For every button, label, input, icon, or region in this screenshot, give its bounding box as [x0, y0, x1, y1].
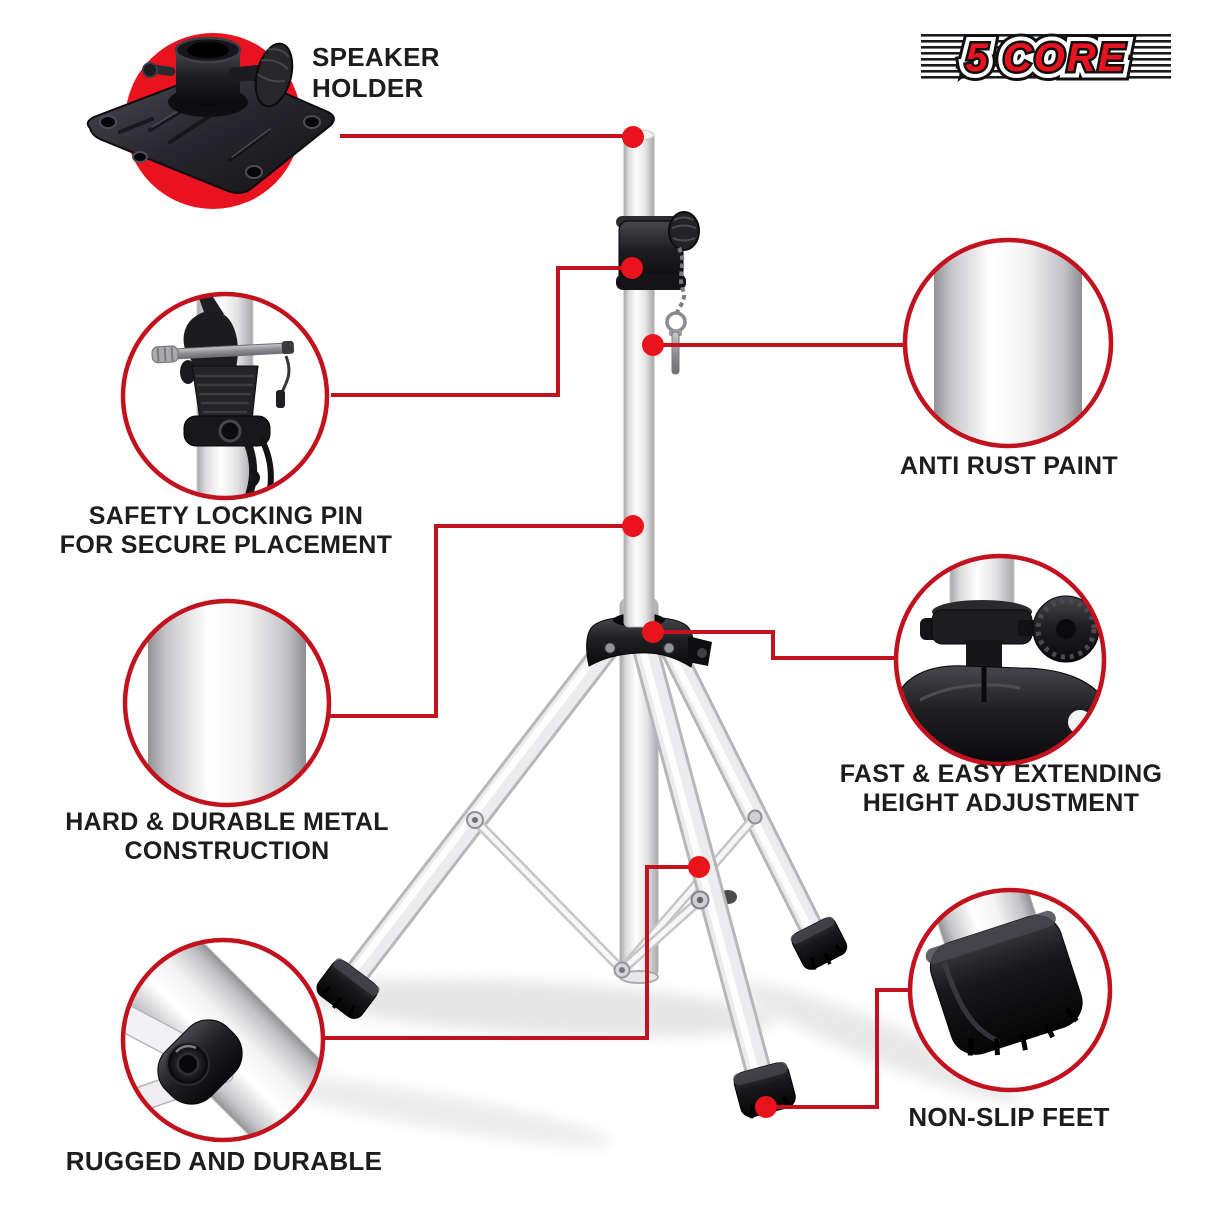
magnifier-height-adjustment — [893, 553, 1107, 767]
pin-chain — [675, 247, 687, 314]
logo-stripes — [921, 34, 1171, 79]
label-line: NON-SLIP FEET — [908, 1102, 1110, 1132]
tripod-leg-rear — [654, 626, 827, 946]
leg-bolt — [747, 809, 763, 825]
connector-rugged — [324, 865, 699, 1040]
clamp-knob — [668, 211, 700, 251]
connector-height-adjustment — [653, 630, 896, 660]
label-line: FAST & EASY EXTENDING — [839, 760, 1163, 788]
connector-non-slip — [766, 988, 911, 1109]
label-line: HARD & DURABLE METAL — [65, 808, 389, 836]
pin-ring — [665, 311, 687, 333]
connector-hard-metal — [330, 524, 633, 718]
logo-text: 5 CORE — [966, 36, 1127, 80]
logo-text-casing-outline: 5 CORE — [966, 36, 1127, 80]
callout-label-anti-rust: ANTI RUST PAINT — [850, 452, 1168, 481]
magnifier-anti-rust — [902, 237, 1114, 449]
leg-foot-left — [316, 958, 380, 1019]
label-line: HOLDER — [312, 72, 424, 103]
label-line: CONSTRUCTION — [124, 837, 330, 865]
callout-connectors — [324, 126, 911, 1118]
callout-label-non-slip: NON-SLIP FEET — [850, 1102, 1168, 1132]
magnifier-non-slip — [907, 887, 1113, 1093]
logo-text-casing: 5 CORE — [966, 36, 1127, 80]
callout-label-height-adjustment: FAST & EASY EXTENDING HEIGHT ADJUSTMENT — [806, 760, 1196, 818]
speaker-holder-mount — [86, 36, 335, 194]
leg-foot-rear — [790, 916, 848, 971]
label-line: FOR SECURE PLACEMENT — [59, 531, 393, 559]
speaker-holder-spotlight — [86, 33, 335, 209]
label-line: SPEAKER — [312, 42, 440, 72]
leg-foot-front — [733, 1061, 796, 1119]
cross-braces — [466, 809, 763, 979]
center-pole-upper — [623, 129, 655, 628]
connector-safety-pin — [331, 266, 632, 397]
callout-label-speaker-holder: SPEAKER HOLDER — [312, 42, 552, 103]
label-line: RUGGED AND DURABLE — [65, 1146, 383, 1176]
brand-logo: 5 CORE 5 CORE 5 CORE — [921, 27, 1171, 90]
label-line: HEIGHT ADJUSTMENT — [862, 789, 1140, 817]
magnifier-rugged — [120, 937, 326, 1143]
callout-label-safety-pin: SAFETY LOCKING PIN FOR SECURE PLACEMENT — [40, 502, 412, 560]
speaker-stand-graphic — [316, 129, 848, 1119]
label-line: SAFETY LOCKING PIN — [88, 502, 364, 530]
magnifier-safety-pin — [120, 291, 330, 501]
magnifier-hard-metal — [122, 598, 332, 808]
label-line: ANTI RUST PAINT — [900, 452, 1118, 480]
tripod-leg-left — [339, 628, 625, 992]
callout-label-rugged: RUGGED AND DURABLE — [26, 1146, 422, 1176]
safety-pin — [671, 331, 680, 375]
callout-label-hard-metal: HARD & DURABLE METAL CONSTRUCTION — [40, 808, 414, 866]
